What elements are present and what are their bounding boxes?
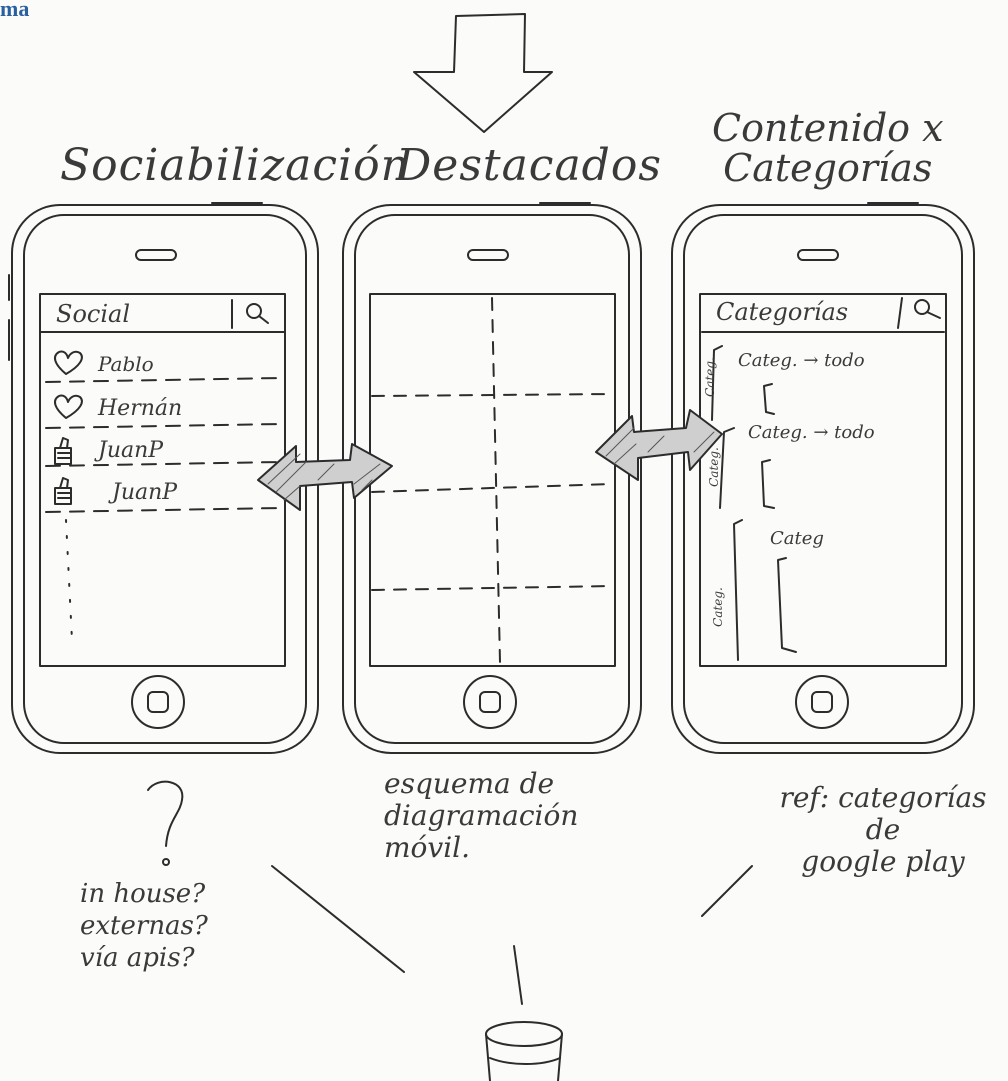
column-title-contenido-categorias: Contenido x Categorías [712,106,944,190]
search-icon-social [246,303,269,324]
phone-destacados [342,202,642,754]
social-item-name: JuanP [112,480,178,505]
category-row-label: Categ. → todo [748,422,875,443]
category-side-label: Categ. [710,587,725,627]
social-item-name: Hernán [98,396,183,421]
question-mark-icon [147,780,184,866]
heart-icon [53,394,83,419]
search-icon-categorias [914,299,941,319]
heart-icon [53,350,83,375]
social-item-name: JuanP [98,438,164,463]
swipe-arrow-right [595,409,723,481]
column-title-socializacion: Sociabilización [60,140,410,191]
corner-text: ma [0,0,30,21]
note-diagramacion: esquema de diagramación móvil. [384,767,579,864]
swipe-arrow-left [257,443,393,511]
category-side-label: Categ. [706,447,721,487]
categorias-screen-header: Categorías [716,298,849,326]
phone-categorias [671,202,975,754]
column-title-destacados: Destacados [396,140,662,191]
thumbs-up-icon [54,477,72,505]
category-row-label: Categ. → todo [738,350,865,371]
thumbs-up-icon [54,437,72,465]
note-referencia: ref: categorías de google play [779,781,987,878]
category-side-label: Categ. [702,357,717,397]
category-row-label: Categ [770,528,824,549]
down-arrow-icon [413,13,553,133]
social-screen-header: Social [56,300,130,328]
database-icon [485,1021,563,1081]
note-fuentes: in house? externas? vía apis? [80,879,208,973]
social-item-name: Pablo [98,352,154,376]
layout-grid [371,297,613,663]
category-brackets [711,345,797,661]
